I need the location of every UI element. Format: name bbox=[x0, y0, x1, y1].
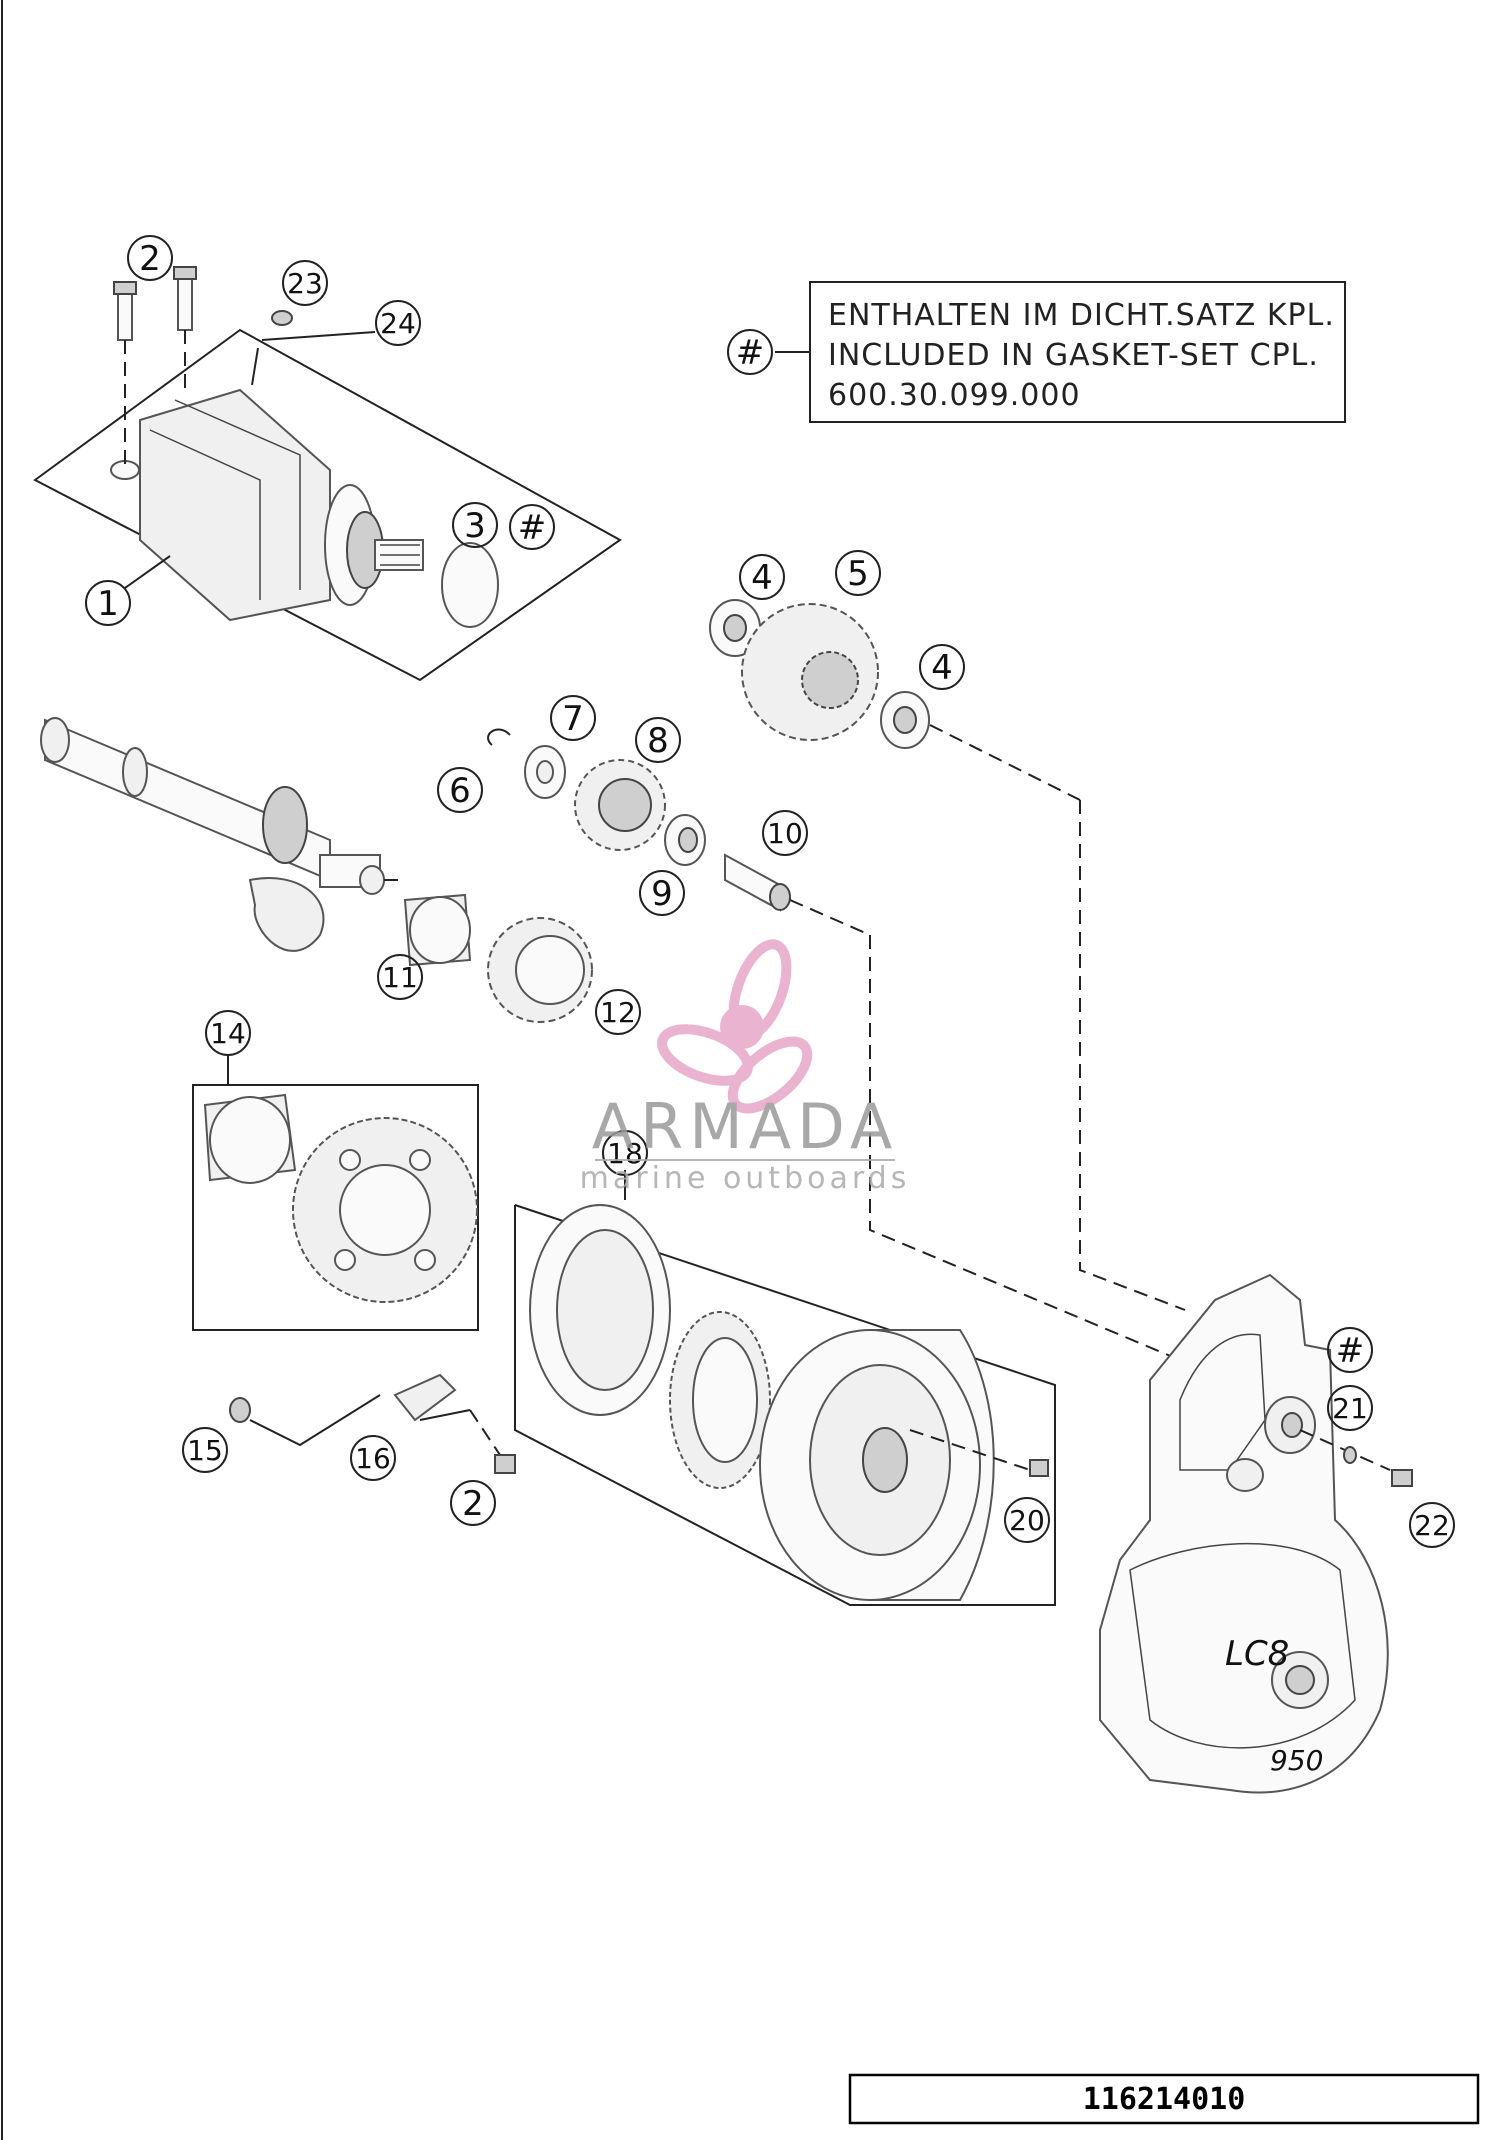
svg-text:10: 10 bbox=[767, 817, 803, 850]
svg-text:3: 3 bbox=[464, 506, 486, 546]
callout-21: 21 bbox=[1327, 1385, 1373, 1431]
callout-24: 24 bbox=[375, 300, 421, 346]
note-line-1: ENTHALTEN IM DICHT.SATZ KPL. bbox=[828, 298, 1335, 333]
callout-18: 18 bbox=[602, 1130, 648, 1176]
svg-text:11: 11 bbox=[382, 961, 418, 994]
callout-12: 12 bbox=[595, 989, 641, 1035]
svg-text:6: 6 bbox=[449, 771, 471, 811]
svg-text:21: 21 bbox=[1332, 1392, 1368, 1425]
callout-11: 11 bbox=[377, 954, 423, 1000]
svg-text:#: # bbox=[1336, 1331, 1365, 1371]
crankshaft bbox=[40, 717, 405, 952]
svg-text:1: 1 bbox=[97, 584, 119, 624]
watermark-title: ARMADA bbox=[592, 1090, 898, 1163]
callout-15: 15 bbox=[182, 1427, 228, 1473]
gasket-set-note: ENTHALTEN IM DICHT.SATZ KPL. INCLUDED IN… bbox=[775, 281, 1346, 423]
rotor-group bbox=[514, 1170, 1056, 1606]
ignition-cover: LC8 950 bbox=[1099, 1273, 1413, 1794]
svg-text:9: 9 bbox=[651, 874, 673, 914]
callout-2a: 2 bbox=[127, 235, 173, 281]
callout-bubbles: 2 23 24 # 3 # 1 4 bbox=[85, 235, 1455, 1548]
freewheel-gear-group bbox=[192, 1055, 479, 1331]
callout-4b: 4 bbox=[919, 644, 965, 690]
callout-3: 3 bbox=[452, 502, 498, 548]
callout-hash-21: # bbox=[1327, 1327, 1373, 1373]
callout-hash-3: # bbox=[509, 504, 555, 550]
svg-text:4: 4 bbox=[751, 558, 773, 598]
note-line-3: 600.30.099.000 bbox=[828, 378, 1081, 413]
callout-hash-note: # bbox=[727, 329, 773, 375]
callout-23: 23 bbox=[282, 260, 328, 306]
svg-text:4: 4 bbox=[931, 648, 953, 688]
svg-text:22: 22 bbox=[1414, 1509, 1450, 1542]
reference-box: 116214010 bbox=[848, 2073, 1480, 2125]
callout-22: 22 bbox=[1409, 1502, 1455, 1548]
watermark-subtitle: marine outboards bbox=[580, 1161, 911, 1196]
callout-7: 7 bbox=[550, 695, 596, 741]
gear-set bbox=[403, 599, 1186, 1361]
propeller-logo bbox=[657, 939, 813, 1114]
callout-2b: 2 bbox=[450, 1480, 496, 1526]
svg-text:5: 5 bbox=[847, 554, 869, 594]
callout-8: 8 bbox=[635, 717, 681, 763]
svg-text:#: # bbox=[518, 508, 547, 548]
callout-6: 6 bbox=[437, 767, 483, 813]
svg-text:2: 2 bbox=[139, 239, 161, 279]
callout-16: 16 bbox=[350, 1435, 396, 1481]
svg-text:2: 2 bbox=[462, 1484, 484, 1524]
svg-text:14: 14 bbox=[210, 1017, 246, 1050]
callout-5: 5 bbox=[835, 550, 881, 596]
svg-text:8: 8 bbox=[647, 721, 669, 761]
cover-brand-mark: LC8 bbox=[1225, 1634, 1289, 1674]
armada-watermark: ARMADA marine outboards bbox=[580, 939, 911, 1196]
callout-20: 20 bbox=[1004, 1497, 1050, 1543]
svg-text:23: 23 bbox=[287, 267, 323, 300]
callout-4a: 4 bbox=[739, 554, 785, 600]
svg-text:20: 20 bbox=[1009, 1504, 1045, 1537]
svg-text:15: 15 bbox=[187, 1434, 223, 1467]
svg-text:18: 18 bbox=[607, 1137, 643, 1170]
callout-1: 1 bbox=[85, 580, 131, 626]
callout-9: 9 bbox=[639, 870, 685, 916]
note-line-2: INCLUDED IN GASKET-SET CPL. bbox=[828, 338, 1319, 373]
svg-text:12: 12 bbox=[600, 996, 636, 1029]
svg-text:7: 7 bbox=[562, 699, 584, 739]
callout-10: 10 bbox=[762, 810, 808, 856]
reference-number: 116214010 bbox=[1083, 2082, 1246, 2117]
starter-motor-group bbox=[33, 266, 622, 682]
svg-text:#: # bbox=[736, 333, 765, 373]
callout-14: 14 bbox=[205, 1010, 251, 1056]
lever-group bbox=[229, 1373, 516, 1474]
svg-text:16: 16 bbox=[355, 1442, 391, 1475]
svg-text:24: 24 bbox=[380, 307, 416, 340]
cover-model-mark: 950 bbox=[1270, 1744, 1323, 1777]
